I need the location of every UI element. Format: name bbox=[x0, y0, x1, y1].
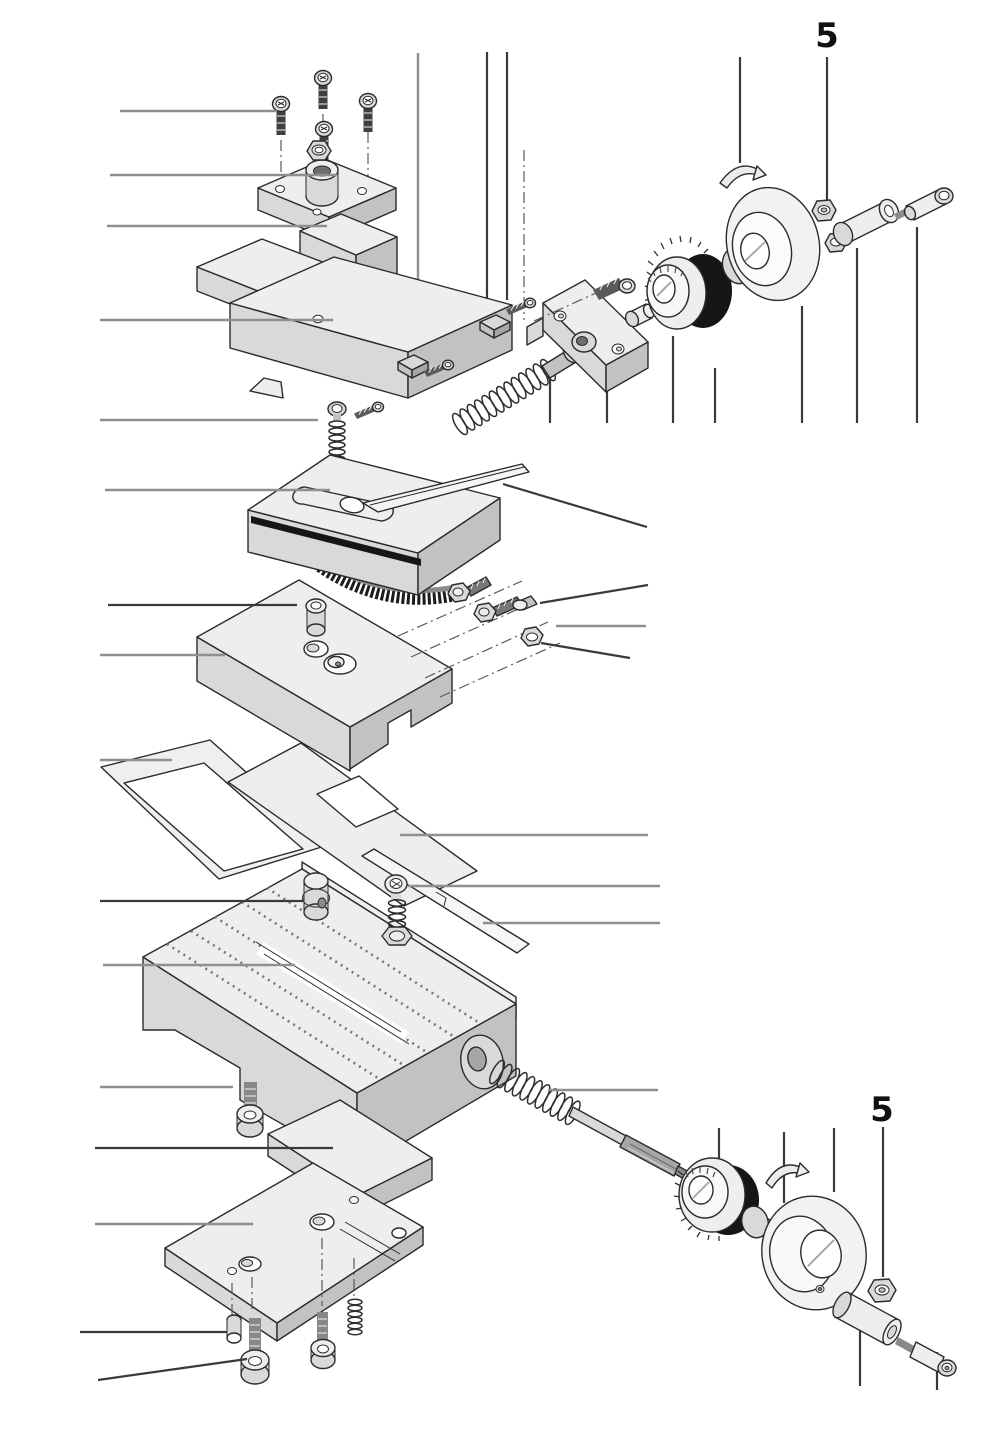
cross-feed-screw-with-spring bbox=[488, 1059, 703, 1188]
mounting-screws bbox=[226, 1298, 363, 1385]
cover-strip bbox=[227, 742, 478, 907]
base-plate bbox=[164, 1162, 424, 1342]
handle-screw bbox=[894, 187, 954, 221]
graduated-dial bbox=[644, 235, 732, 330]
cover-frame bbox=[100, 739, 329, 880]
callout-5-top: 5 bbox=[815, 16, 839, 56]
handwheel bbox=[721, 186, 821, 302]
clamp-screw-with-spring bbox=[381, 874, 413, 946]
handwheel-lower bbox=[761, 1195, 867, 1311]
guide-collar bbox=[301, 872, 331, 921]
callout-5-bottom: 5 bbox=[870, 1090, 894, 1130]
swivel-base-plate bbox=[196, 579, 561, 772]
rotation-arrow bbox=[719, 165, 767, 189]
bearing-bracket bbox=[526, 279, 649, 393]
hex-screws-and-nuts bbox=[447, 576, 544, 647]
handle-sleeve bbox=[832, 198, 900, 247]
leader-lines-horizontal bbox=[80, 109, 660, 1382]
t-nut-fasteners bbox=[397, 297, 537, 379]
handle-sleeve-lower bbox=[832, 1291, 902, 1346]
leader-lines-vertical bbox=[416, 52, 939, 1390]
compound-slide-base bbox=[247, 454, 501, 605]
socket-screw bbox=[236, 1082, 264, 1138]
compression-spring bbox=[347, 1298, 363, 1336]
bracket-screw bbox=[533, 277, 636, 322]
handle-screw-lower bbox=[895, 1337, 957, 1377]
rotation-arrow-lower bbox=[765, 1162, 810, 1189]
cross-slide-gib bbox=[361, 848, 530, 954]
gib-strip bbox=[362, 463, 530, 513]
lock-nut-lower bbox=[867, 1278, 897, 1303]
graduated-dial-lower bbox=[673, 1157, 759, 1241]
cap-screws bbox=[271, 69, 378, 182]
